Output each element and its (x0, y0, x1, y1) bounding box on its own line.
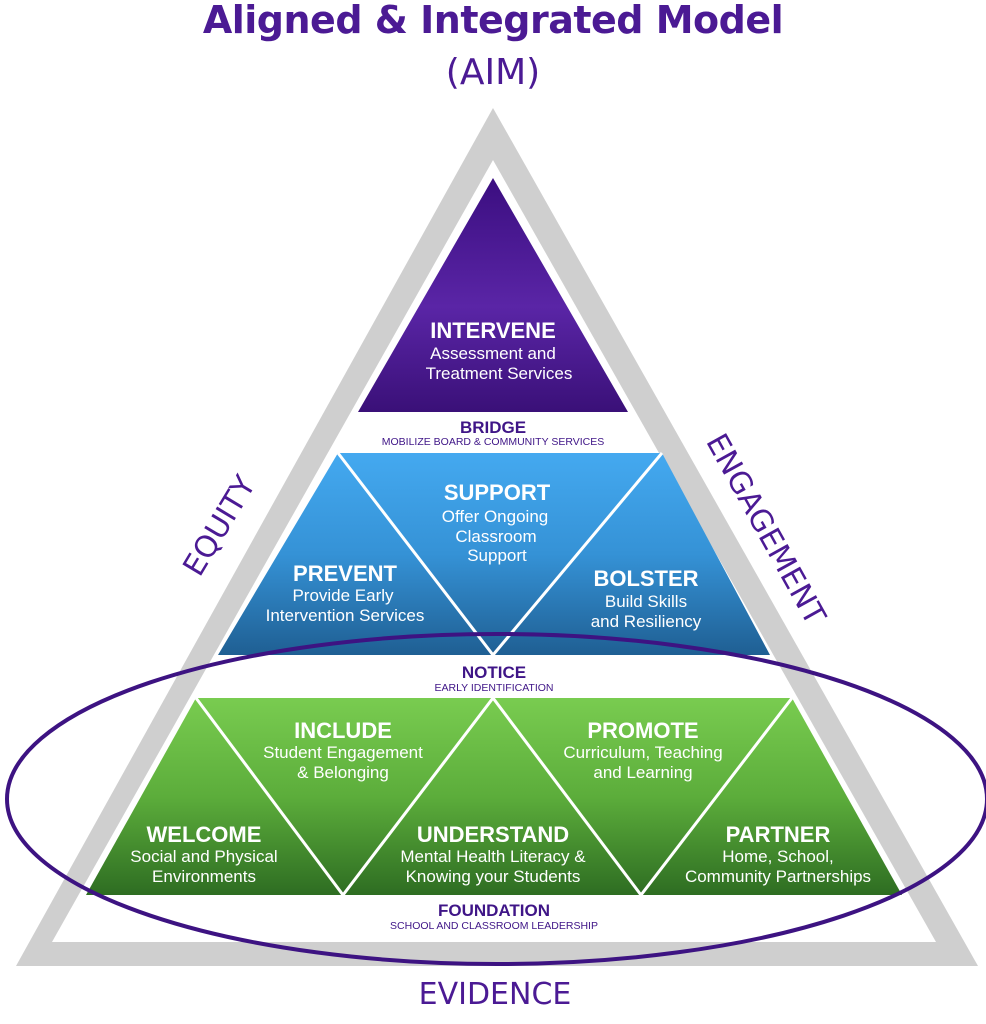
support-line1: Offer Ongoing (442, 507, 548, 526)
blue-band-dividers (336, 452, 664, 658)
understand-line1: Mental Health Literacy & (400, 847, 586, 866)
intervene-line1: Assessment and (430, 344, 556, 363)
include-line1: Student Engagement (263, 743, 423, 762)
understand-heading: UNDERSTAND (417, 822, 569, 847)
understand-line2: Knowing your Students (406, 867, 581, 886)
diagram-subtitle: (AIM) (445, 52, 541, 93)
intervene-line2: Treatment Services (426, 364, 573, 383)
welcome-heading: WELCOME (147, 822, 262, 847)
promote-heading: PROMOTE (587, 718, 698, 743)
intervene-tier (358, 178, 628, 412)
partner-line1: Home, School, (722, 847, 834, 866)
partner-line2: Community Partnerships (685, 867, 871, 886)
support-line2: Classroom (455, 527, 536, 546)
intervene-heading: INTERVENE (430, 318, 556, 343)
prevent-heading: PREVENT (293, 561, 397, 586)
bolster-line1: Build Skills (605, 592, 687, 611)
bridge-sub: MOBILIZE BOARD & COMMUNITY SERVICES (382, 436, 604, 448)
welcome-line1: Social and Physical (130, 847, 277, 866)
green-band (86, 698, 902, 895)
welcome-line2: Environments (152, 867, 256, 886)
bolster-line2: and Resiliency (591, 612, 702, 631)
partner-heading: PARTNER (726, 822, 831, 847)
blue-band (218, 453, 770, 655)
support-line3: Support (467, 546, 527, 565)
green-band-dividers (194, 695, 794, 898)
diagram-title: Aligned & Integrated Model (202, 0, 784, 42)
evidence-label: EVIDENCE (419, 977, 572, 1012)
foundation-heading: FOUNDATION (438, 901, 550, 920)
support-heading: SUPPORT (444, 480, 551, 505)
notice-sub: EARLY IDENTIFICATION (434, 682, 553, 694)
notice-heading: NOTICE (462, 663, 526, 682)
foundation-oval (5, 632, 986, 966)
prevent-line1: Provide Early (292, 586, 394, 605)
foundation-sub: SCHOOL AND CLASSROOM LEADERSHIP (390, 920, 598, 932)
bridge-heading: BRIDGE (460, 418, 526, 437)
include-heading: INCLUDE (294, 718, 392, 743)
bolster-heading: BOLSTER (593, 566, 698, 591)
include-line2: & Belonging (297, 763, 389, 782)
promote-line1: Curriculum, Teaching (563, 743, 722, 762)
prevent-line2: Intervention Services (266, 606, 425, 625)
promote-line2: and Learning (593, 763, 692, 782)
